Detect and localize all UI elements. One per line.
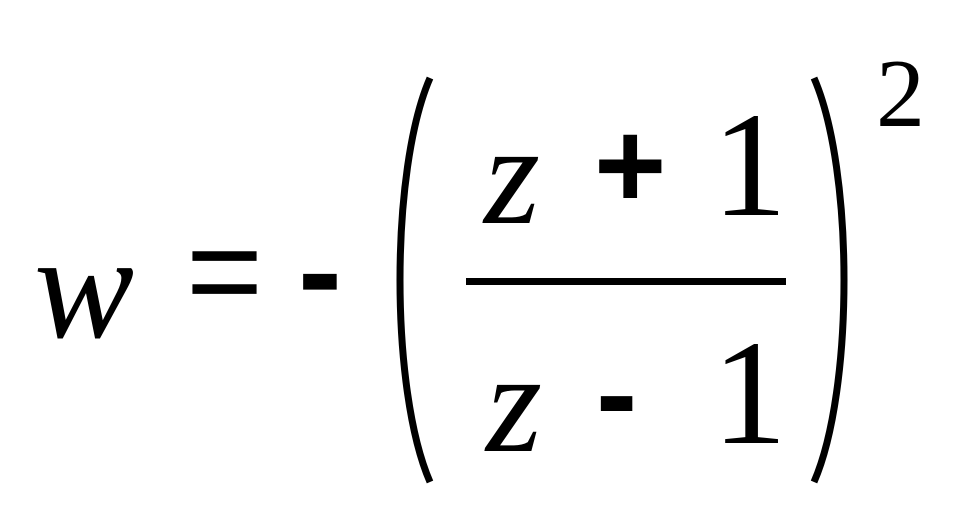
equals-sign: = bbox=[186, 197, 264, 344]
variable-w: w bbox=[34, 204, 135, 370]
negative-sign: - bbox=[298, 197, 342, 344]
numerator-variable: z bbox=[484, 96, 541, 255]
fraction-bar bbox=[466, 278, 786, 285]
right-parenthesis bbox=[810, 76, 848, 484]
left-parenthesis bbox=[396, 76, 434, 484]
denominator-constant: 1 bbox=[712, 310, 787, 476]
numerator-constant: 1 bbox=[712, 82, 787, 248]
exponent: 2 bbox=[876, 40, 925, 148]
numerator-operator: + bbox=[594, 97, 667, 235]
denominator-operator: - bbox=[596, 325, 638, 463]
denominator-variable: z bbox=[486, 324, 543, 483]
